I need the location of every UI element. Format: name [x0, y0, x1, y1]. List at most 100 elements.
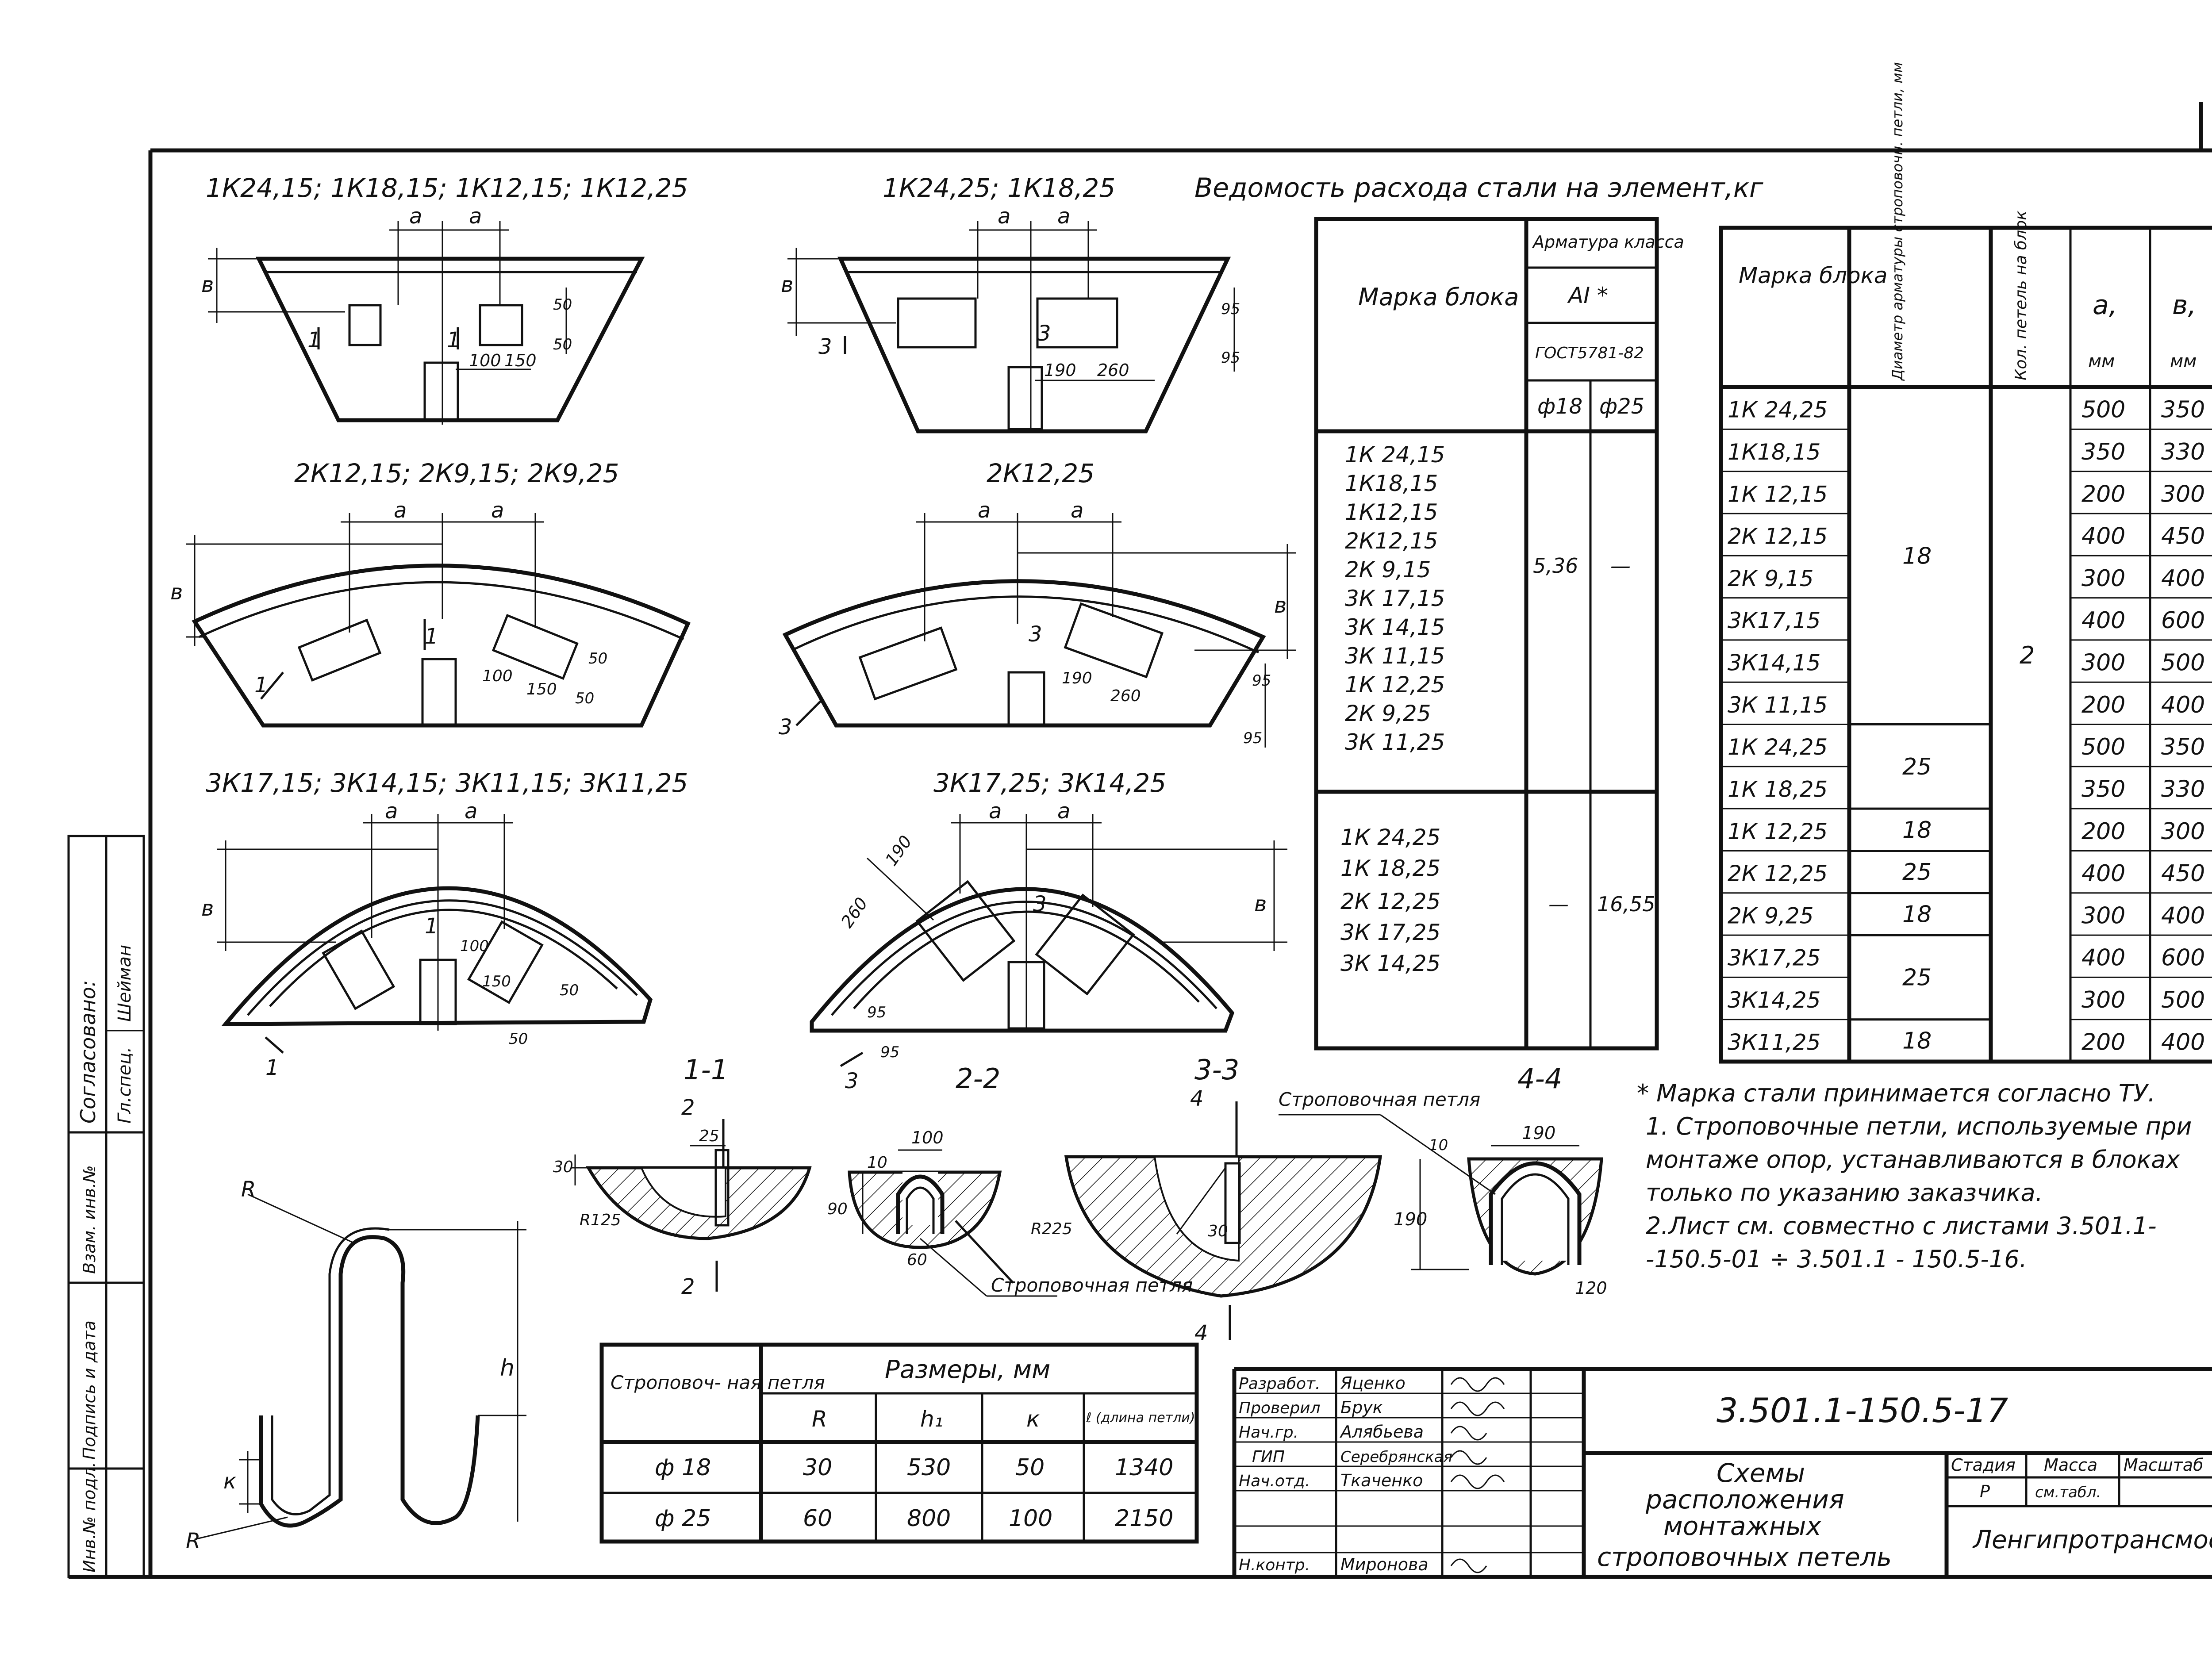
section-3-3	[1064, 1101, 1382, 1340]
loop-callouts	[920, 1114, 1496, 1297]
dim-a-3b: а	[491, 498, 504, 523]
cut-1-d5b: 1	[425, 914, 438, 939]
s4-190a: 190	[1522, 1123, 1555, 1143]
cut-1-left: 1	[307, 328, 321, 353]
bt-cell-a: 500	[2081, 734, 2125, 760]
bt-cell-a: 350	[2081, 776, 2125, 802]
loop-k: к	[223, 1469, 236, 1494]
steel-mark: 3К 11,15	[1345, 643, 1445, 669]
note-line: -150.5-01 ÷ 3.501.1 - 150.5-16.	[1646, 1245, 2027, 1273]
bt-cell-mark: 3К17,25	[1728, 945, 1820, 971]
bt-cell-a: 350	[2081, 439, 2125, 465]
dim-6-260: 260	[837, 894, 872, 932]
block-drawing-2	[787, 221, 1235, 433]
dim-3-50a: 50	[588, 650, 607, 667]
drawing-title-3: 2К12,15; 2К9,15; 2К9,25	[294, 458, 619, 488]
dim-b-6: в	[1254, 892, 1267, 917]
side-role: Гл.спец.	[115, 1047, 135, 1124]
bt-cell-a: 300	[2081, 902, 2125, 929]
bt-count-value: 2	[2020, 641, 2035, 669]
bt-cell-a: 400	[2081, 607, 2125, 634]
bt-cell-b: 600	[2161, 945, 2205, 971]
bt-cell-b: 330	[2161, 439, 2205, 465]
note-line: 2.Лист см. совместно с листами 3.501.1-	[1646, 1212, 2157, 1240]
dim-a-2a: а	[998, 204, 1010, 229]
bt-diam-value: 18	[1902, 1028, 1932, 1054]
cut-3-d6a: 3	[845, 1069, 859, 1093]
stamp-role: Нач.отд.	[1239, 1472, 1310, 1490]
bt-cell-b: 400	[2161, 692, 2205, 718]
dim-6-190: 190	[881, 832, 916, 870]
dim-1-50a: 50	[553, 296, 572, 314]
loop-table-row: ф 25 60 800 100 2150	[655, 1505, 1173, 1532]
stamp-title-4: строповочных петель	[1597, 1542, 1892, 1572]
loop-h: h	[500, 1355, 515, 1381]
loop-label-1: Строповочная петля	[1279, 1089, 1480, 1110]
bt-cell-b: 350	[2161, 397, 2205, 423]
dim-a-1a: а	[409, 204, 422, 229]
dim-b-2: в	[781, 272, 793, 297]
cut-1-d5a: 1	[265, 1055, 279, 1080]
steel-group2-d25: 16,55	[1597, 892, 1655, 916]
stamp-role: Проверил	[1239, 1399, 1321, 1417]
bt-cell-a: 400	[2081, 860, 2125, 887]
bt-cell-a: 200	[2081, 692, 2125, 718]
bt-cell-mark: 2К 12,15	[1728, 524, 1828, 549]
loop-cell: 60	[803, 1505, 832, 1532]
bt-cell-b: 300	[2161, 481, 2205, 507]
s4-120: 120	[1575, 1278, 1607, 1298]
stamp-code: 3.501.1-150.5-17	[1717, 1391, 2008, 1430]
bt-diam-value: 25	[1902, 964, 1932, 991]
loop-R-top: R	[241, 1177, 256, 1202]
stamp-signatures	[1450, 1377, 1505, 1573]
drawing-title-2: 1К24,25; 1К18,25	[883, 173, 1115, 203]
bt-col-count: Кол. петель на блок	[2012, 211, 2030, 380]
bt-cell-a: 200	[2081, 818, 2125, 845]
bt-cell-a: 200	[2081, 481, 2125, 507]
s4-190b: 190	[1394, 1209, 1427, 1230]
dim-4-190: 190	[1062, 669, 1092, 687]
bt-cell-mark: 1К 12,15	[1728, 481, 1828, 507]
s4-10: 10	[1429, 1136, 1448, 1154]
steel-mark: 2К 9,15	[1345, 557, 1431, 583]
bt-cell-a: 400	[2081, 523, 2125, 550]
section-1-1	[571, 1119, 812, 1292]
steel-mark: 3К 17,15	[1345, 586, 1445, 611]
bt-cell-b: 330	[2161, 776, 2205, 802]
steel-col-arm: Арматура класса	[1532, 232, 1684, 252]
note-line: только по указанию заказчика.	[1646, 1179, 2043, 1207]
dim-2-190: 190	[1044, 361, 1076, 380]
dim-5-50a: 50	[560, 982, 579, 999]
bt-col-b-unit: мм	[2170, 351, 2197, 372]
stamp-name: Яценко	[1340, 1373, 1406, 1393]
loop-col-loop: Строповоч- ная петля	[611, 1372, 825, 1393]
dim-2-95b: 95	[1221, 349, 1240, 367]
cut-3-left: 3	[818, 334, 832, 359]
dim-b-5: в	[201, 896, 214, 921]
loop-col-k: к	[1026, 1406, 1040, 1432]
bt-diam-value: 18	[1902, 543, 1932, 569]
loop-col-R: R	[812, 1406, 827, 1432]
loop-cell: 800	[907, 1505, 951, 1532]
bt-cell-b: 600	[2161, 607, 2205, 634]
bt-cell-b: 500	[2161, 650, 2205, 676]
bt-cell-b: 450	[2161, 523, 2205, 550]
bt-cell-a: 500	[2081, 397, 2125, 423]
dim-2-95a: 95	[1221, 300, 1240, 318]
cut-1-right: 1	[447, 328, 461, 353]
bt-cell-mark: 3К14,25	[1728, 987, 1820, 1013]
steel-col-gost: ГОСТ5781-82	[1535, 344, 1644, 362]
cut-3-d6b: 3	[1033, 892, 1047, 917]
s3-cut-top: 4	[1190, 1086, 1204, 1111]
bt-col-a-unit: мм	[2088, 351, 2115, 372]
loop-table-row: ф 18 30 530 50 1340	[655, 1454, 1173, 1481]
side-name: Шейман	[115, 945, 135, 1022]
s3-r225: R225	[1031, 1220, 1072, 1238]
block-drawing-4	[782, 513, 1296, 748]
drawing-title-5: 3К17,15; 3К14,15; 3К11,15; 3К11,25	[206, 768, 688, 798]
loop-col-h: h₁	[920, 1406, 943, 1432]
drawing-title-1: 1К24,15; 1К18,15; 1К12,15; 1К12,25	[206, 173, 688, 203]
bt-cell-a: 200	[2081, 1029, 2125, 1055]
steel-mark: 2К 12,25	[1340, 889, 1440, 914]
